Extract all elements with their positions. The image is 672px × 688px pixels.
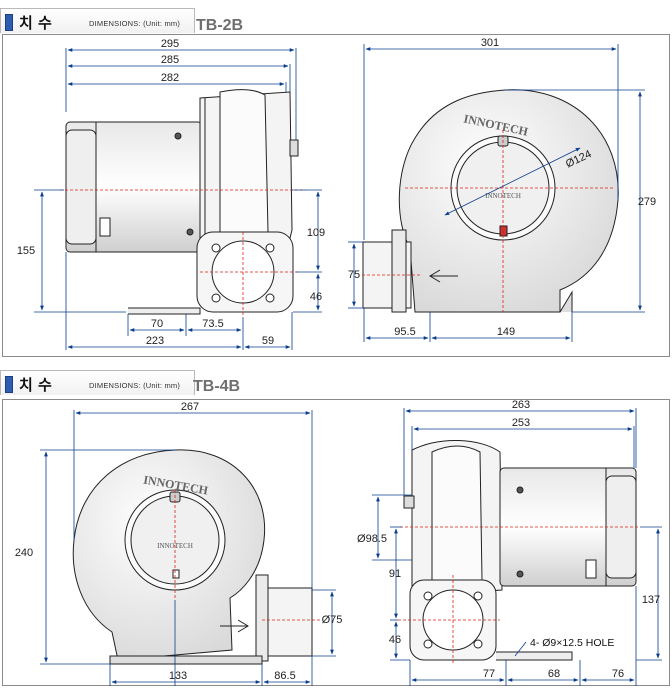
units-note: DIMENSIONS: (Unit: mm) (89, 381, 181, 390)
tb4b-side-view (403, 440, 637, 661)
dim-label: 46 (310, 291, 322, 303)
dim-label: 86.5 (274, 670, 295, 682)
outlet-duct (261, 587, 313, 657)
dim-label: Ø75 (322, 614, 343, 626)
diameter-leader (444, 147, 581, 216)
header-tab: 치 수 DIMENSIONS: (Unit: mm) (0, 370, 195, 395)
units-note: DIMENSIONS: (Unit: mm) (89, 19, 181, 28)
dim-label: 279 (638, 196, 656, 208)
dim-label: 46 (389, 634, 401, 646)
dim-label: 70 (151, 318, 163, 330)
dim-label: Ø98.5 (357, 533, 387, 545)
dim-label: 59 (262, 335, 274, 347)
section-title: 치 수 (19, 376, 52, 394)
dim-label: 223 (146, 335, 164, 347)
dim-label: 285 (161, 54, 179, 66)
section-header-1: 치 수 DIMENSIONS: (Unit: mm) (0, 8, 195, 34)
dim-label: 133 (169, 670, 187, 682)
dim-label: 253 (512, 417, 530, 429)
dim-label: 282 (161, 72, 179, 84)
dim-label: 75 (348, 269, 360, 281)
dim-label: 267 (181, 401, 199, 413)
dim-label: 73.5 (202, 318, 223, 330)
dimension-lines (40, 410, 336, 686)
dimension-labels: 301 279 75 95.5 149 (348, 37, 656, 338)
section-marker-icon (5, 14, 13, 31)
dimension-labels: 295 285 282 155 109 46 70 73.5 223 59 (17, 38, 325, 347)
centerlines (174, 490, 320, 621)
dim-label: 263 (512, 399, 530, 411)
section-marker-icon (5, 376, 13, 393)
centerlines (60, 189, 306, 318)
dim-label: 95.5 (394, 326, 415, 338)
hole-note: 4- Ø9×12.5 HOLE (530, 637, 614, 649)
section-title: 치 수 (19, 14, 52, 32)
dimension-labels: 263 253 Ø98.5 91 46 137 4- Ø9×12.5 HOLE … (357, 399, 660, 680)
dim-label: 301 (481, 37, 499, 49)
header-tab: 치 수 DIMENSIONS: (Unit: mm) (0, 8, 195, 33)
dim-label: 76 (612, 668, 624, 680)
model-name: TB-2B (196, 17, 244, 34)
dimension-lines (372, 408, 662, 686)
model-name: TB-4B (193, 378, 241, 395)
dim-label: 109 (307, 227, 325, 239)
centerlines (398, 526, 640, 664)
tb2b-side-view (65, 89, 299, 315)
dim-label: 295 (161, 38, 179, 50)
section-header-2: 치 수 DIMENSIONS: (Unit: mm) (0, 370, 195, 396)
dim-label: 91 (389, 568, 401, 580)
drawing-panel-tb-4b (2, 399, 670, 686)
dim-label: 149 (497, 326, 515, 338)
dim-label: 137 (642, 594, 660, 606)
dim-label: 68 (548, 668, 560, 680)
dimension-labels: 267 240 Ø75 133 86.5 (15, 401, 343, 682)
drawing-panel-tb-2b (2, 34, 670, 357)
dim-label: 155 (17, 245, 35, 257)
dim-label: 240 (15, 547, 33, 559)
dimension-lines (34, 48, 322, 350)
dimension-lines (348, 44, 645, 342)
dim-label: 77 (483, 668, 495, 680)
